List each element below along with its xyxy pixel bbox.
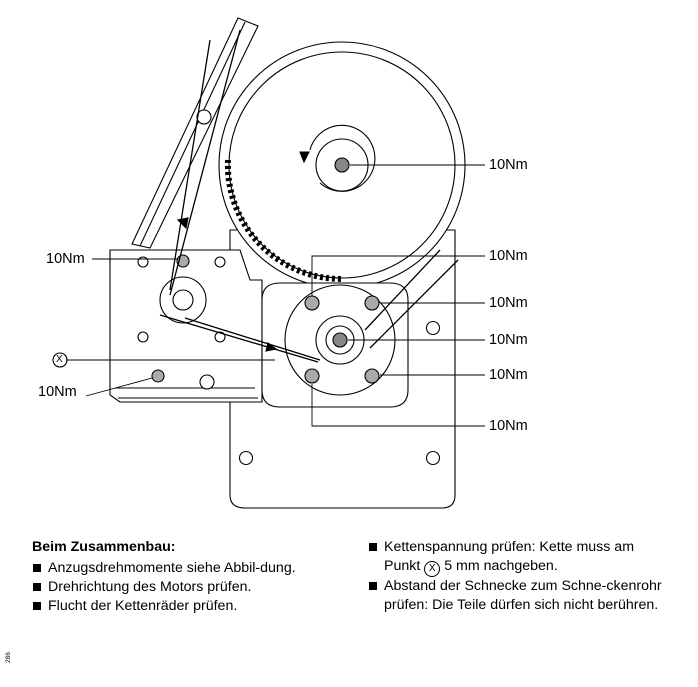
- torque-label-left-top: 10Nm: [46, 251, 85, 267]
- list-item-text-post: 5 mm nachgeben.: [444, 558, 558, 574]
- bolt-large-sprocket: [334, 157, 350, 173]
- assembly-drawing: [52, 17, 485, 509]
- torque-label-right-2: 10Nm: [489, 248, 528, 264]
- small-sprocket: [159, 276, 207, 324]
- point-x-marker: X: [424, 561, 441, 577]
- bolt-motor-br: [364, 368, 380, 384]
- list-item-text: Abstand der Schnecke zum Schne-ckenrohr …: [384, 578, 662, 613]
- torque-label-right-4: 10Nm: [489, 332, 528, 348]
- bolt-motor-center: [332, 332, 348, 348]
- list-item-text: Flucht der Kettenräder prüfen.: [48, 598, 238, 614]
- bolt-motor-tl: [304, 295, 320, 311]
- instructions-list-right: Kettenspannung prüfen: Kette muss am Pun…: [368, 538, 673, 615]
- bolt-motor-bl: [304, 368, 320, 384]
- list-item-text: Anzugsdrehmomente siehe Abbil-dung.: [48, 560, 296, 576]
- torque-label-right-3: 10Nm: [489, 295, 528, 311]
- bolt-left-bottom: [151, 369, 165, 383]
- instructions-list-left: Anzugsdrehmomente siehe Abbil-dung. Dreh…: [32, 559, 312, 616]
- list-item: Flucht der Kettenräder prüfen.: [32, 597, 312, 616]
- torque-label-right-5: 10Nm: [489, 367, 528, 383]
- list-item-text-pre: Kettenspannung prüfen: Kette muss am Pun…: [384, 539, 635, 574]
- list-item: Abstand der Schnecke zum Schne-ckenrohr …: [368, 577, 673, 615]
- side-frame: [109, 249, 263, 403]
- list-item: Anzugsdrehmomente siehe Abbil-dung.: [32, 559, 312, 578]
- list-item: Kettenspannung prüfen: Kette muss am Pun…: [368, 538, 673, 577]
- instructions-heading: Beim Zusammenbau:: [32, 539, 176, 555]
- bolt-motor-tr: [364, 295, 380, 311]
- instructions-left: Beim Zusammenbau: Anzugsdrehmomente sieh…: [32, 538, 312, 616]
- torque-label-right-1: 10Nm: [489, 157, 528, 173]
- instructions-right: Kettenspannung prüfen: Kette muss am Pun…: [368, 538, 673, 615]
- torque-label-left-bottom: 10Nm: [38, 384, 77, 400]
- list-item: Drehrichtung des Motors prüfen.: [32, 578, 312, 597]
- list-item-text: Drehrichtung des Motors prüfen.: [48, 579, 252, 595]
- drive-chain: [159, 29, 459, 363]
- torque-label-right-6: 10Nm: [489, 418, 528, 434]
- point-x-label: X: [56, 354, 63, 365]
- page-number: 286: [5, 652, 12, 663]
